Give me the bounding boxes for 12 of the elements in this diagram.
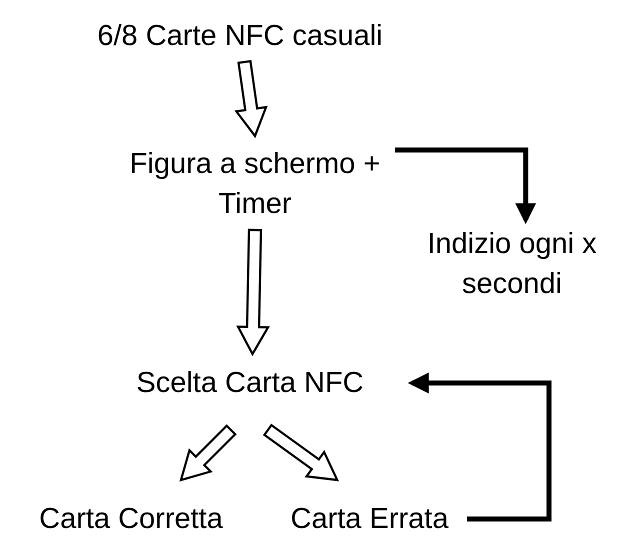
node-label: Carta Errata <box>290 502 448 537</box>
block-arrow <box>236 228 270 356</box>
node-label: 6/8 Carte NFC casuali <box>97 19 383 54</box>
node-label: Scelta Carta NFC <box>136 366 364 401</box>
block-arrow <box>234 60 268 138</box>
block-arrow <box>262 424 340 482</box>
block-arrow <box>179 424 237 482</box>
node-label: Carta Corretta <box>39 502 223 537</box>
node-label: Indizio ogni x secondi <box>426 227 598 302</box>
arrow <box>395 148 536 224</box>
arrow <box>408 372 552 522</box>
node-label: Figura a schermo + Timer <box>128 147 382 222</box>
